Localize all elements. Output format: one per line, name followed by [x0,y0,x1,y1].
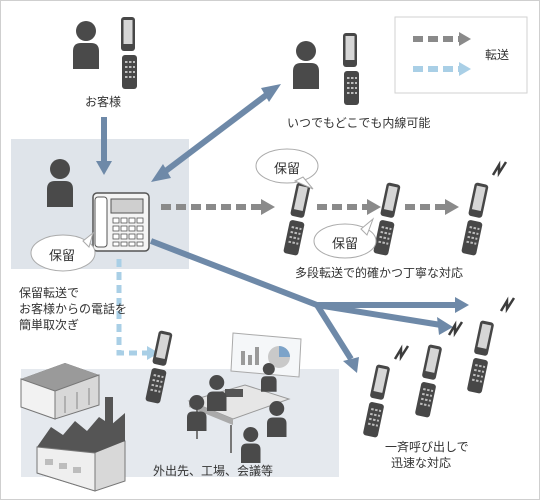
ring-icon [499,296,516,313]
meeting-screen-icon [230,332,302,378]
multistage-mobile-1 [282,182,313,256]
simultaneous-mobile-1 [361,364,393,438]
hold-transfer-line-3: 簡単取次ぎ [19,318,80,332]
simultaneous-line-2: 迅速な対応 [391,456,452,470]
multistage-mobile-3 [460,182,491,256]
hold-transfer-line-1: 保留転送で [19,286,80,300]
simultaneous-mobile-3 [465,320,497,394]
customer-mobile-icon [121,17,137,89]
multistage-arrow-2 [317,199,381,215]
factory-icon [36,397,126,492]
multistage-label: 多段転送で的確かつ丁寧な対応 [295,266,464,280]
simultaneous-arrows [149,238,469,373]
hold-bubble-1 [30,231,96,272]
office-to-outside-arrow [116,259,159,360]
simultaneous-mobile-2 [413,344,445,418]
office-remote-double-arrow [151,84,281,182]
hold-bubble-2 [255,148,319,190]
multistage-arrow-1 [161,199,275,215]
hold-bubble-3 [313,217,377,259]
desk-phone-icon [92,192,150,252]
customer-label: お客様 [85,95,122,109]
ring-icon [491,160,508,177]
hold-label-3: 保留 [332,237,359,252]
remote-mobile-icon [343,33,359,105]
office-person-icon [47,159,73,207]
multistage-mobile-2 [372,182,403,256]
remote-person-icon [293,41,319,89]
legend-transfer-arrow-light [413,62,471,76]
ring-icon [393,344,410,361]
hold-label-1: 保留 [49,249,76,264]
legend-box [394,16,528,94]
hold-transfer-line-2: お客様からの電話を [19,302,128,316]
ring-icon [447,320,464,337]
customer-to-office-arrow [96,117,112,175]
office-building-icon [20,363,100,420]
customer-person-icon [73,21,99,69]
legend-transfer-label: 転送 [485,48,510,62]
inline-anywhere-label: いつでもどこでも内線可能 [287,116,431,130]
simultaneous-line-1: 一斉呼び出しで [385,440,469,454]
multistage-arrow-3 [405,199,459,215]
outside-label: 外出先、工場、会議等 [153,464,274,478]
legend-transfer-arrow [413,32,471,46]
hold-label-2: 保留 [274,162,301,177]
